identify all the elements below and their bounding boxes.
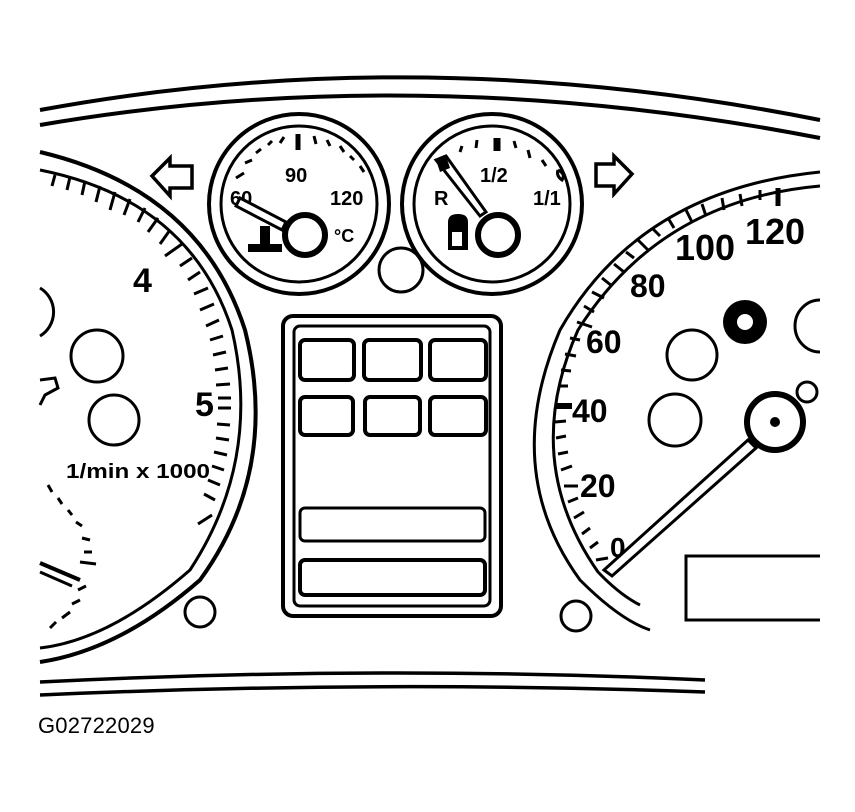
warning-lamp-circle [647,392,703,448]
temperature-needle-hub [282,212,328,258]
speedometer-label-60: 60 [586,324,622,360]
speedometer: 0 20 40 60 80 100 120 [532,170,821,632]
fuel-label-half: 1/2 [480,165,508,187]
warning-lamp-window [298,395,355,437]
warning-lamp-window [363,395,422,437]
temperature-label-120: 120 [330,188,363,210]
tachometer-unit-label: 1/min x 1000 [66,461,210,483]
warning-lamp-circle [377,246,425,294]
center-display [281,314,503,618]
fuel-gauge-ticks [458,138,565,183]
temperature-label-90: 90 [285,165,307,187]
coolant-temperature-icon [248,226,282,252]
tachometer-ticks [50,174,231,526]
warning-lamp-partial-right [793,298,821,354]
warning-lamp-circle [69,328,125,384]
mounting-hole [183,595,217,629]
warning-lamp-circle [665,328,719,382]
warning-lamp-partial-left [39,286,56,338]
tachometer-label-5: 5 [195,386,214,424]
speedometer-ticks [554,188,781,562]
trip-reset-button [795,380,819,404]
temperature-unit-label: °C [334,226,354,246]
arrow-left-icon [149,153,194,201]
fuel-gauge: 1/2 R 1/1 [400,112,584,296]
fuel-label-full: 1/1 [533,188,561,210]
speedometer-needle [601,437,759,578]
temperature-gauge-ticks [235,134,366,180]
tachometer-label-4: 4 [133,262,152,300]
speedometer-label-20: 20 [580,468,616,504]
warning-lamp-window [362,338,423,382]
odometer-display [684,554,820,622]
tachometer: 4 5 1/min x 1000 [38,150,258,664]
temperature-gauge: 90 60 120 °C [207,112,391,296]
warning-lamp-circle [87,393,141,447]
speedometer-label-80: 80 [630,268,666,304]
mounting-hole [559,599,593,633]
speedometer-label-100: 100 [675,227,735,268]
speedometer-label-120: 120 [745,211,805,252]
figure-id-caption: G02722029 [38,713,155,738]
temperature-needle [233,195,289,233]
partial-symbol-left [38,376,60,406]
fuel-needle [433,154,489,219]
speedometer-label-40: 40 [572,393,608,429]
fuel-needle-hub [475,212,521,258]
lcd-display-lower [298,558,487,597]
fuel-label-reserve: R [434,188,449,210]
warning-lamp-window [428,338,488,382]
arrow-right-icon [594,151,635,199]
lcd-display-upper [298,506,487,543]
warning-lamp-window [298,338,356,382]
top-bezel [39,75,821,140]
warning-lamp-window [428,395,488,437]
partial-sub-gauge [39,484,97,630]
bottom-bezel [39,671,706,697]
